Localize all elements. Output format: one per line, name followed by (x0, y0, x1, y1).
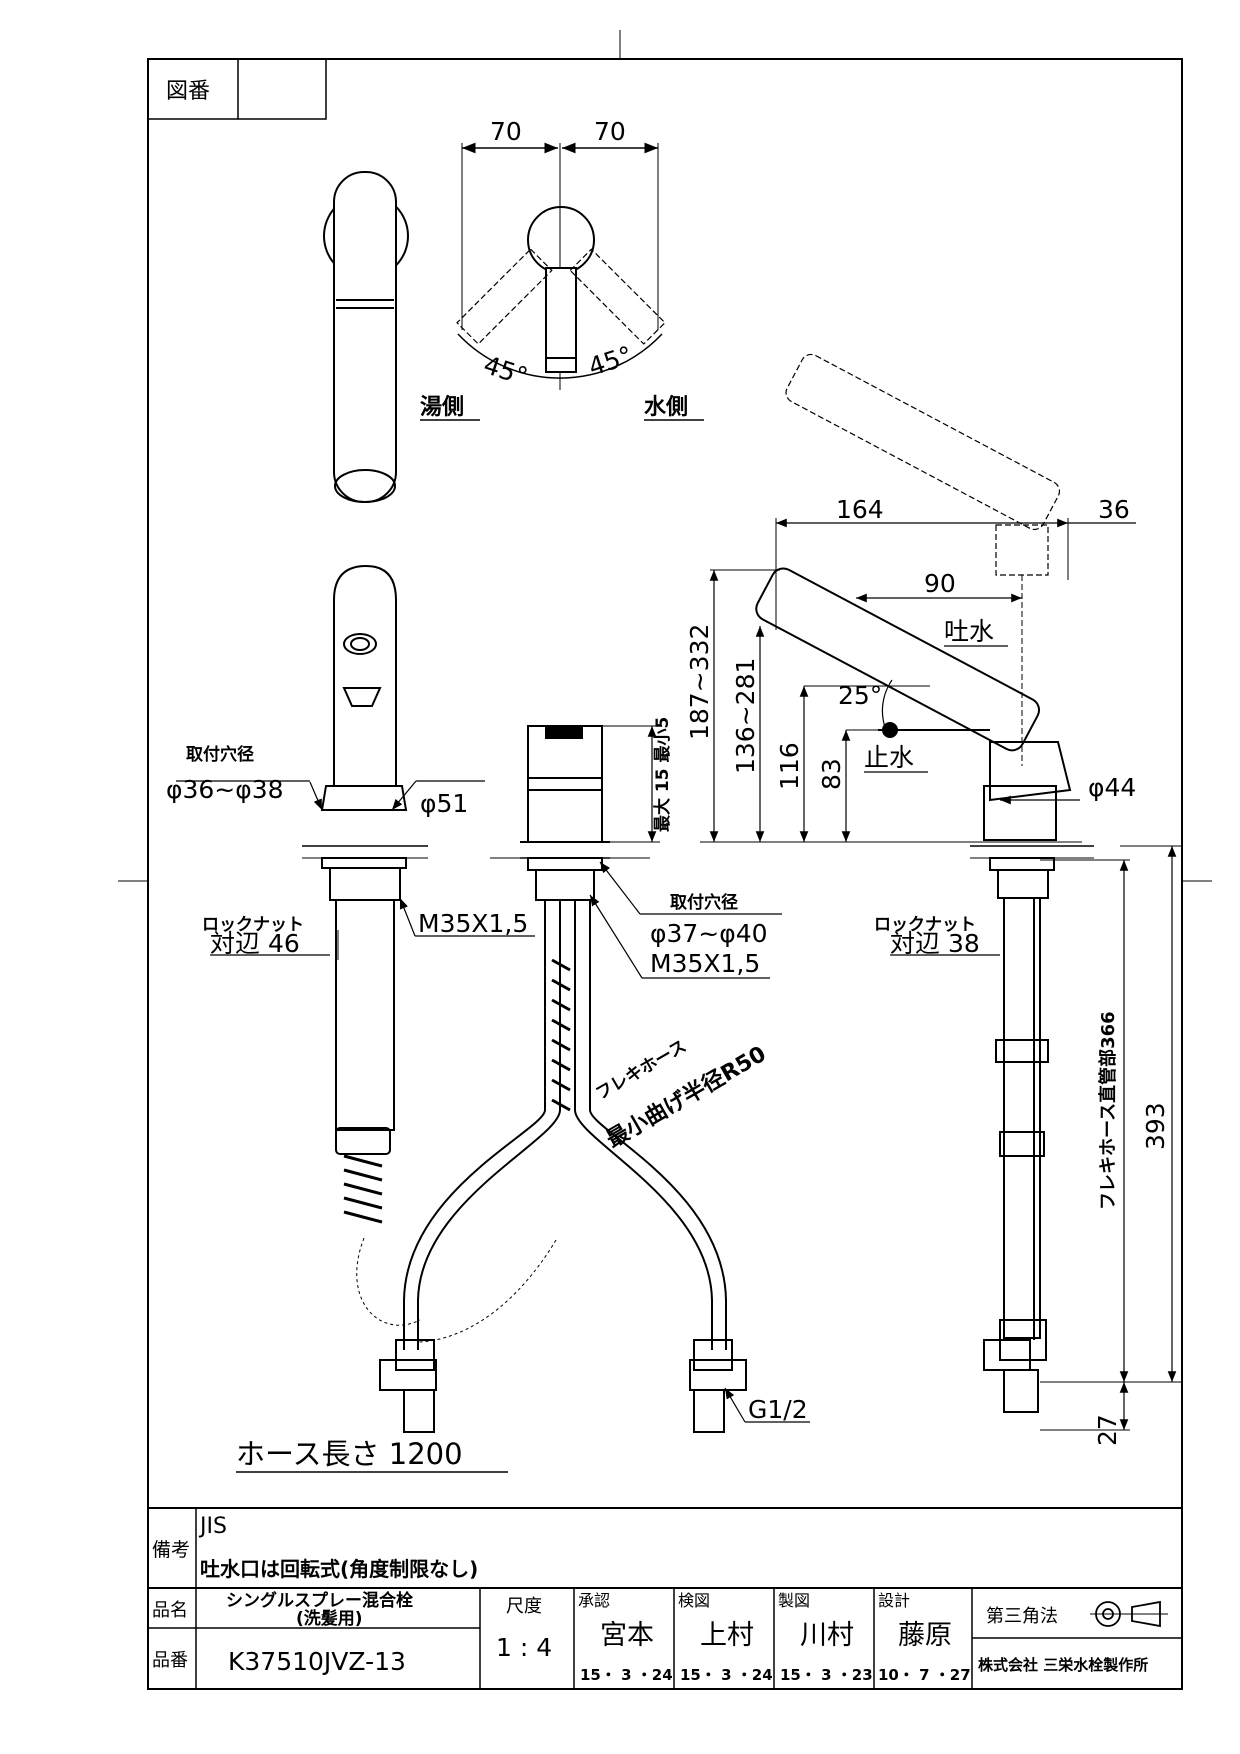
spout-top-view (323, 171, 409, 503)
stop-label: 止水 (864, 743, 914, 772)
dim-136-281: 136~281 (731, 658, 760, 774)
front-base-dia: φ51 (420, 789, 468, 818)
dim-116: 116 (775, 742, 804, 790)
angle-25: 25° (838, 681, 882, 710)
drawing-number-box: 図番 (147, 58, 327, 120)
handle-rotation-view (456, 142, 666, 390)
hose-length: ホース長さ 1200 (236, 1437, 463, 1471)
projection-label: 第三角法 (986, 1606, 1058, 1627)
dim-187-332: 187~332 (685, 624, 714, 740)
front-locknut-label: ロックナット (202, 915, 304, 935)
side-locknut-label: ロックナット (874, 915, 976, 935)
name-value-1: シングルスプレー混合栓 (226, 1590, 413, 1611)
company-name: 株式会社 三栄水栓製作所 (978, 1656, 1148, 1674)
front-hole-title: 取付穴径 (186, 744, 254, 765)
scale-value: 1 : 4 (496, 1633, 552, 1662)
angle-45-right: 45° (585, 340, 636, 381)
cold-side-label: 水側 (644, 395, 688, 420)
part-label: 品番 (152, 1650, 188, 1671)
angle-45-left: 45° (480, 350, 531, 391)
connection-thread: G1/2 (748, 1395, 808, 1424)
spout-label: 吐水 (944, 617, 994, 646)
design-label: 設計 (878, 1591, 910, 1610)
dim-36: 36 (1098, 495, 1130, 524)
center-hole-dia: φ37~φ40 (650, 919, 768, 948)
dim-27: 27 (1093, 1414, 1122, 1446)
draw-name: 川村 (800, 1620, 854, 1651)
design-name: 藤原 (898, 1620, 952, 1651)
front-view (302, 564, 428, 1326)
check-label: 検図 (678, 1591, 710, 1610)
front-thread: M35X1,5 (418, 909, 528, 938)
flex-straight-length: フレキホース直管部366 (1097, 1011, 1119, 1210)
remarks-label: 備考 (152, 1539, 190, 1561)
remarks-line1: JIS (198, 1514, 227, 1539)
remarks-line2: 吐水口は回転式(角度制限なし) (200, 1557, 478, 1581)
check-date: 15・ 3 ・24 (680, 1666, 773, 1684)
drawing-number-label: 図番 (166, 79, 210, 104)
dim-83: 83 (817, 758, 846, 790)
dim-164: 164 (836, 495, 884, 524)
drawing-frame (147, 58, 1183, 1690)
rear-view (379, 725, 747, 1433)
center-hole-title: 取付穴径 (670, 892, 738, 913)
hot-side-label: 湯側 (420, 395, 464, 420)
dim-90: 90 (924, 569, 956, 598)
scale-label: 尺度 (506, 1596, 542, 1617)
approve-name: 宮本 (600, 1620, 654, 1651)
design-date: 10・ 7 ・27 (878, 1666, 971, 1684)
title-block (148, 1507, 1182, 1689)
front-locknut-value: 対辺 46 (210, 929, 300, 958)
dim-70-left: 70 (490, 117, 522, 146)
approve-label: 承認 (578, 1591, 610, 1610)
center-thread: M35X1,5 (650, 949, 760, 978)
front-hole-dia: φ36~φ38 (166, 775, 284, 804)
bend-radius: 最小曲げ半径R50 (602, 1041, 771, 1153)
name-value-2: (洗髪用) (296, 1608, 363, 1629)
dia-44: φ44 (1088, 773, 1136, 802)
dim-70-right: 70 (594, 117, 626, 146)
draw-label: 製図 (778, 1591, 810, 1610)
third-angle-projection-icon (1090, 1600, 1168, 1628)
dim-393: 393 (1141, 1102, 1170, 1150)
max-thickness: 最大 15 最小5 (652, 717, 673, 832)
check-name: 上村 (700, 1620, 754, 1651)
approve-date: 15・ 3 ・24 (580, 1666, 673, 1684)
side-locknut-value: 対辺 38 (890, 929, 980, 958)
part-number: K37510JVZ-13 (228, 1647, 406, 1676)
name-label: 品名 (152, 1600, 188, 1621)
side-view (755, 353, 1094, 1413)
draw-date: 15・ 3 ・23 (780, 1666, 873, 1684)
